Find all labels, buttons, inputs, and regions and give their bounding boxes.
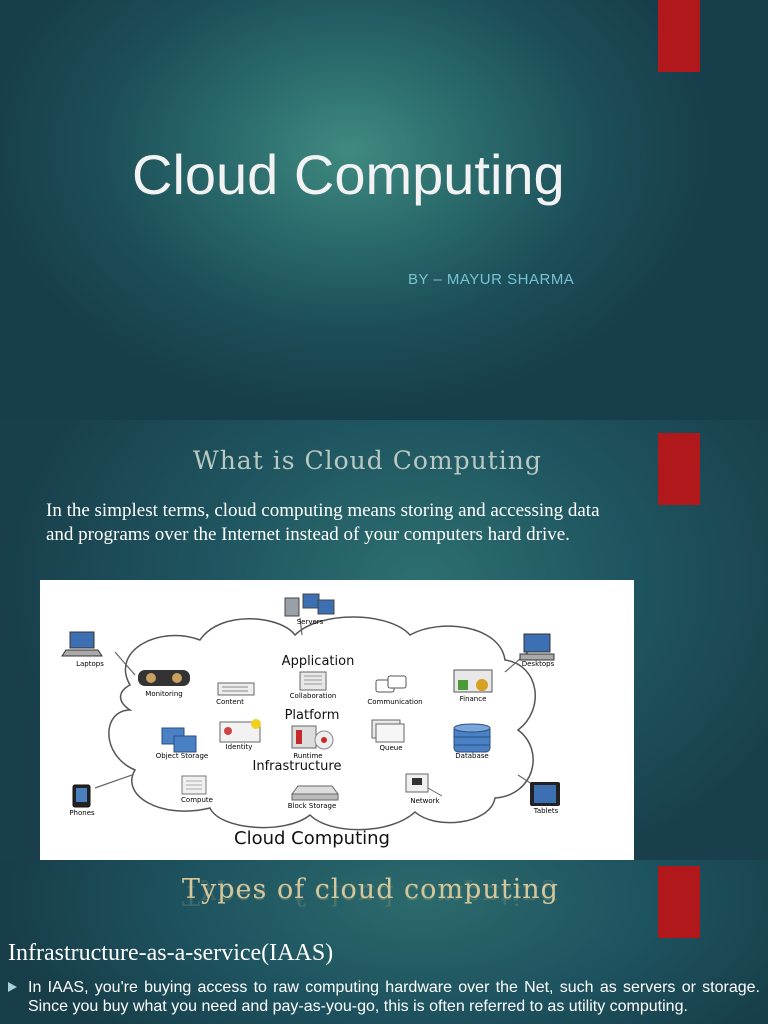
label-identity: Identity — [226, 743, 253, 751]
servers-icon — [284, 593, 335, 617]
desktop-icon — [519, 633, 555, 661]
label-collaboration: Collaboration — [290, 692, 337, 700]
cloud-shape — [108, 616, 536, 831]
label-database: Database — [455, 752, 488, 760]
slide-heading: What is Cloud Computing — [193, 446, 542, 475]
label-finance: Finance — [460, 695, 487, 703]
layer-platform: Platform — [285, 708, 340, 723]
cloud-computing-diagram: Servers Laptops Desktops Phones — [40, 580, 634, 860]
content-icon — [217, 682, 255, 696]
definition-text: In the simplest terms, cloud computing m… — [46, 500, 600, 545]
bullet-text: In IAAS, you're buying access to raw com… — [28, 979, 760, 1015]
label-compute: Compute — [181, 796, 213, 804]
laptop-icon — [61, 631, 103, 657]
label-network: Network — [410, 797, 440, 805]
what-is-slide: What is Cloud Computing In the simplest … — [0, 420, 768, 860]
phone-icon — [72, 784, 91, 808]
label-desktops: Desktops — [522, 660, 555, 668]
object-storage-icon — [161, 727, 197, 753]
database-icon — [453, 723, 491, 753]
network-icon — [405, 773, 443, 797]
label-tablets: Tablets — [533, 807, 559, 815]
block-storage-icon — [291, 785, 339, 801]
accent-tab — [658, 433, 700, 505]
bullet-item: In IAAS, you're buying access to raw com… — [8, 978, 760, 1016]
label-block-storage: Block Storage — [288, 802, 337, 810]
diagram-caption: Cloud Computing — [234, 828, 390, 849]
title-slide: Cloud Computing BY – MAYUR SHARMA — [0, 0, 768, 420]
collaboration-icon — [299, 671, 327, 691]
label-runtime: Runtime — [293, 752, 322, 760]
slide-heading: Types of cloud computing — [182, 874, 559, 905]
bullet-arrow-icon — [8, 982, 17, 992]
label-queue: Queue — [380, 744, 403, 752]
label-laptops: Laptops — [76, 660, 104, 668]
iaas-heading: Infrastructure-as-a-service(IAAS) — [8, 940, 334, 966]
compute-icon — [181, 775, 207, 795]
layer-infrastructure: Infrastructure — [253, 759, 342, 774]
monitoring-icon — [138, 670, 190, 686]
label-servers: Servers — [297, 618, 324, 626]
author-byline: BY – MAYUR SHARMA — [408, 271, 575, 288]
slide-heading-reflection: Types of cloud computing — [182, 879, 559, 910]
identity-icon — [219, 719, 261, 743]
label-object-storage: Object Storage — [156, 752, 208, 760]
runtime-icon — [291, 725, 334, 750]
accent-tab — [658, 866, 700, 938]
label-monitoring: Monitoring — [145, 690, 182, 698]
types-slide: Types of cloud computing Types of cloud … — [0, 860, 768, 1024]
label-communication: Communication — [367, 698, 422, 706]
queue-icon — [371, 719, 405, 743]
label-content: Content — [216, 698, 244, 706]
tablet-icon — [530, 782, 560, 806]
communication-icon — [375, 675, 407, 693]
finance-icon — [453, 669, 493, 693]
accent-tab — [658, 0, 700, 72]
layer-application: Application — [282, 654, 355, 669]
slide-title: Cloud Computing — [132, 143, 565, 206]
label-phones: Phones — [69, 809, 95, 817]
